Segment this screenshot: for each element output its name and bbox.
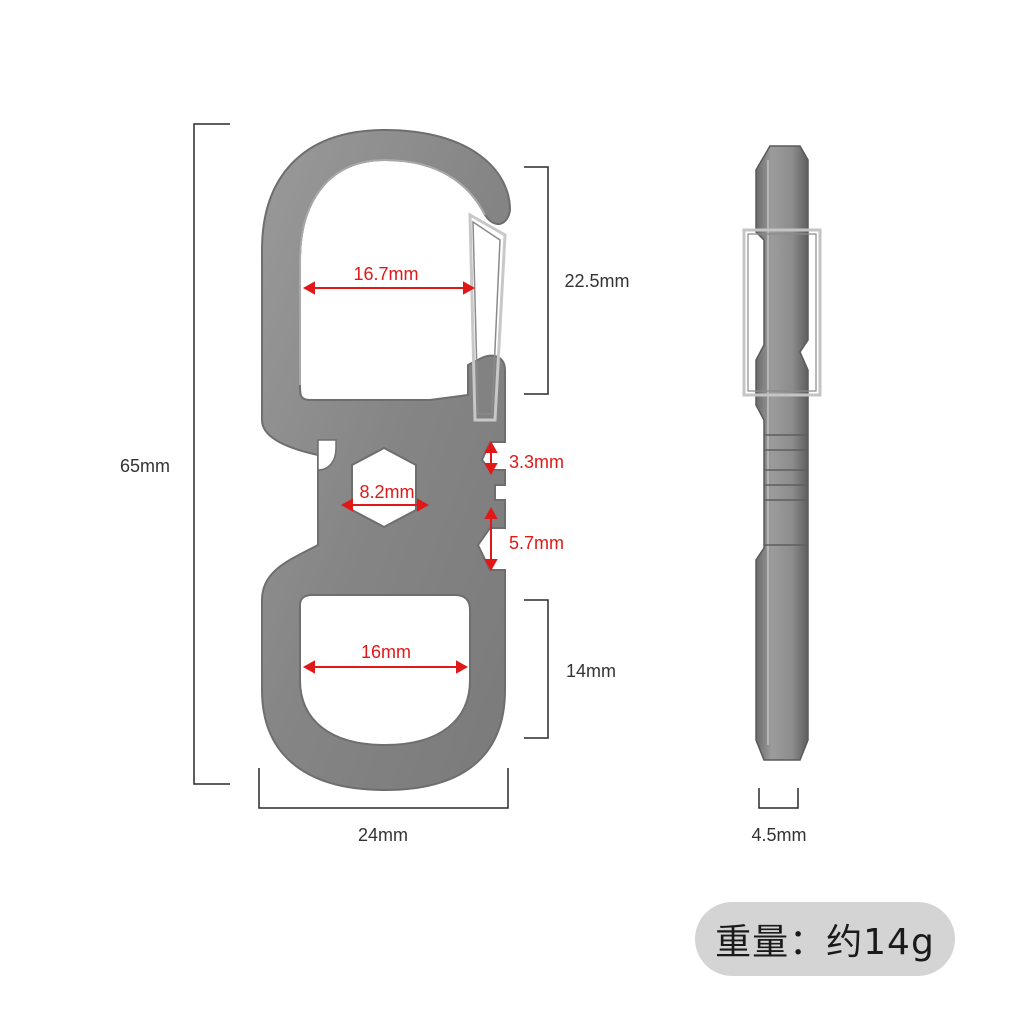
thickness-label: 4.5mm — [751, 825, 806, 845]
bottom-opening-height-bracket — [524, 599, 549, 739]
carabiner-side-view — [742, 145, 822, 761]
small-notch-label: 3.3mm — [509, 452, 564, 472]
thickness-bracket — [758, 788, 799, 809]
top-opening-width-label: 16.7mm — [353, 264, 418, 284]
carabiner-front-view — [261, 128, 512, 792]
overall-width-label: 24mm — [358, 825, 408, 845]
top-opening-edge — [299, 158, 486, 385]
large-notch-label: 5.7mm — [509, 533, 564, 553]
bottle-opener-slot — [317, 439, 337, 471]
side-wire-gate — [742, 228, 822, 397]
top-opening-height-label: 22.5mm — [564, 271, 629, 291]
bottom-opening-width-label: 16mm — [361, 642, 411, 662]
wire-gate — [468, 212, 507, 422]
side-notch-grooves — [764, 434, 808, 546]
hex-wrench-label: 8.2mm — [359, 482, 414, 502]
red-measurements — [302, 281, 498, 674]
overall-width-bracket — [258, 768, 509, 809]
overall-height-bracket — [193, 123, 230, 785]
top-opening-height-bracket — [524, 166, 549, 395]
dimension-brackets — [193, 123, 799, 809]
overall-height-label: 65mm — [120, 456, 170, 476]
carabiner-body — [261, 128, 512, 792]
side-body — [755, 145, 809, 761]
weight-badge: 重量：约14g — [695, 902, 955, 976]
bottom-opening-height-label: 14mm — [566, 661, 616, 681]
